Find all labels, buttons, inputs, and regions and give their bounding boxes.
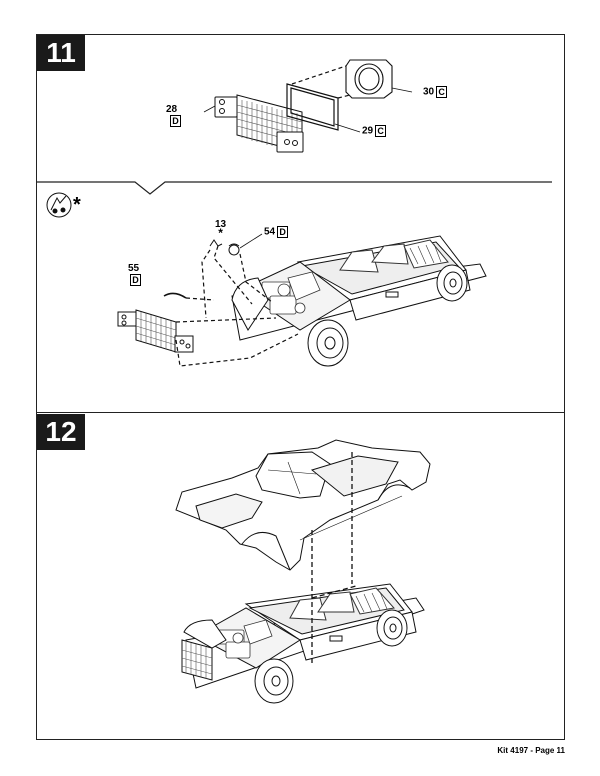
part-28-label: 28 D: [166, 104, 181, 127]
assembly-guide-lines-step12: [311, 452, 357, 664]
part-29-tree-letter: C: [375, 125, 387, 137]
paint-glue-icon: [46, 192, 72, 218]
part-55-tree-letter: D: [130, 274, 141, 286]
step-11-number: 11: [37, 35, 85, 71]
part-55-label: 55 D: [128, 263, 141, 286]
radiator-part-55: [117, 292, 194, 353]
body-shell-step12: [175, 439, 431, 571]
assembly-guide-lines-step11: [175, 233, 299, 367]
part-28-tree-letter: D: [170, 115, 181, 127]
step-divider: [36, 412, 565, 413]
sub-step-divider: [36, 181, 552, 195]
part-13-bracket: [209, 239, 223, 247]
fan-shroud-part: [345, 59, 393, 99]
chassis-assembly-step12: [181, 583, 425, 704]
part-30-tree-letter: C: [436, 86, 448, 98]
step-12-number: 12: [37, 414, 85, 450]
chassis-assembly-step11: [231, 235, 487, 367]
part-54-tree-letter: D: [277, 226, 289, 238]
part-54-fan: [228, 243, 240, 256]
page-footer: Kit 4197 - Page 11: [497, 746, 565, 755]
part-13-label: 13 *: [215, 219, 227, 240]
leader-lines: [203, 87, 413, 133]
radiator-core-part: [214, 94, 304, 153]
instruction-frame: [36, 34, 565, 740]
glue-note-star: *: [73, 194, 81, 216]
radiator-frame-part: [286, 83, 339, 131]
